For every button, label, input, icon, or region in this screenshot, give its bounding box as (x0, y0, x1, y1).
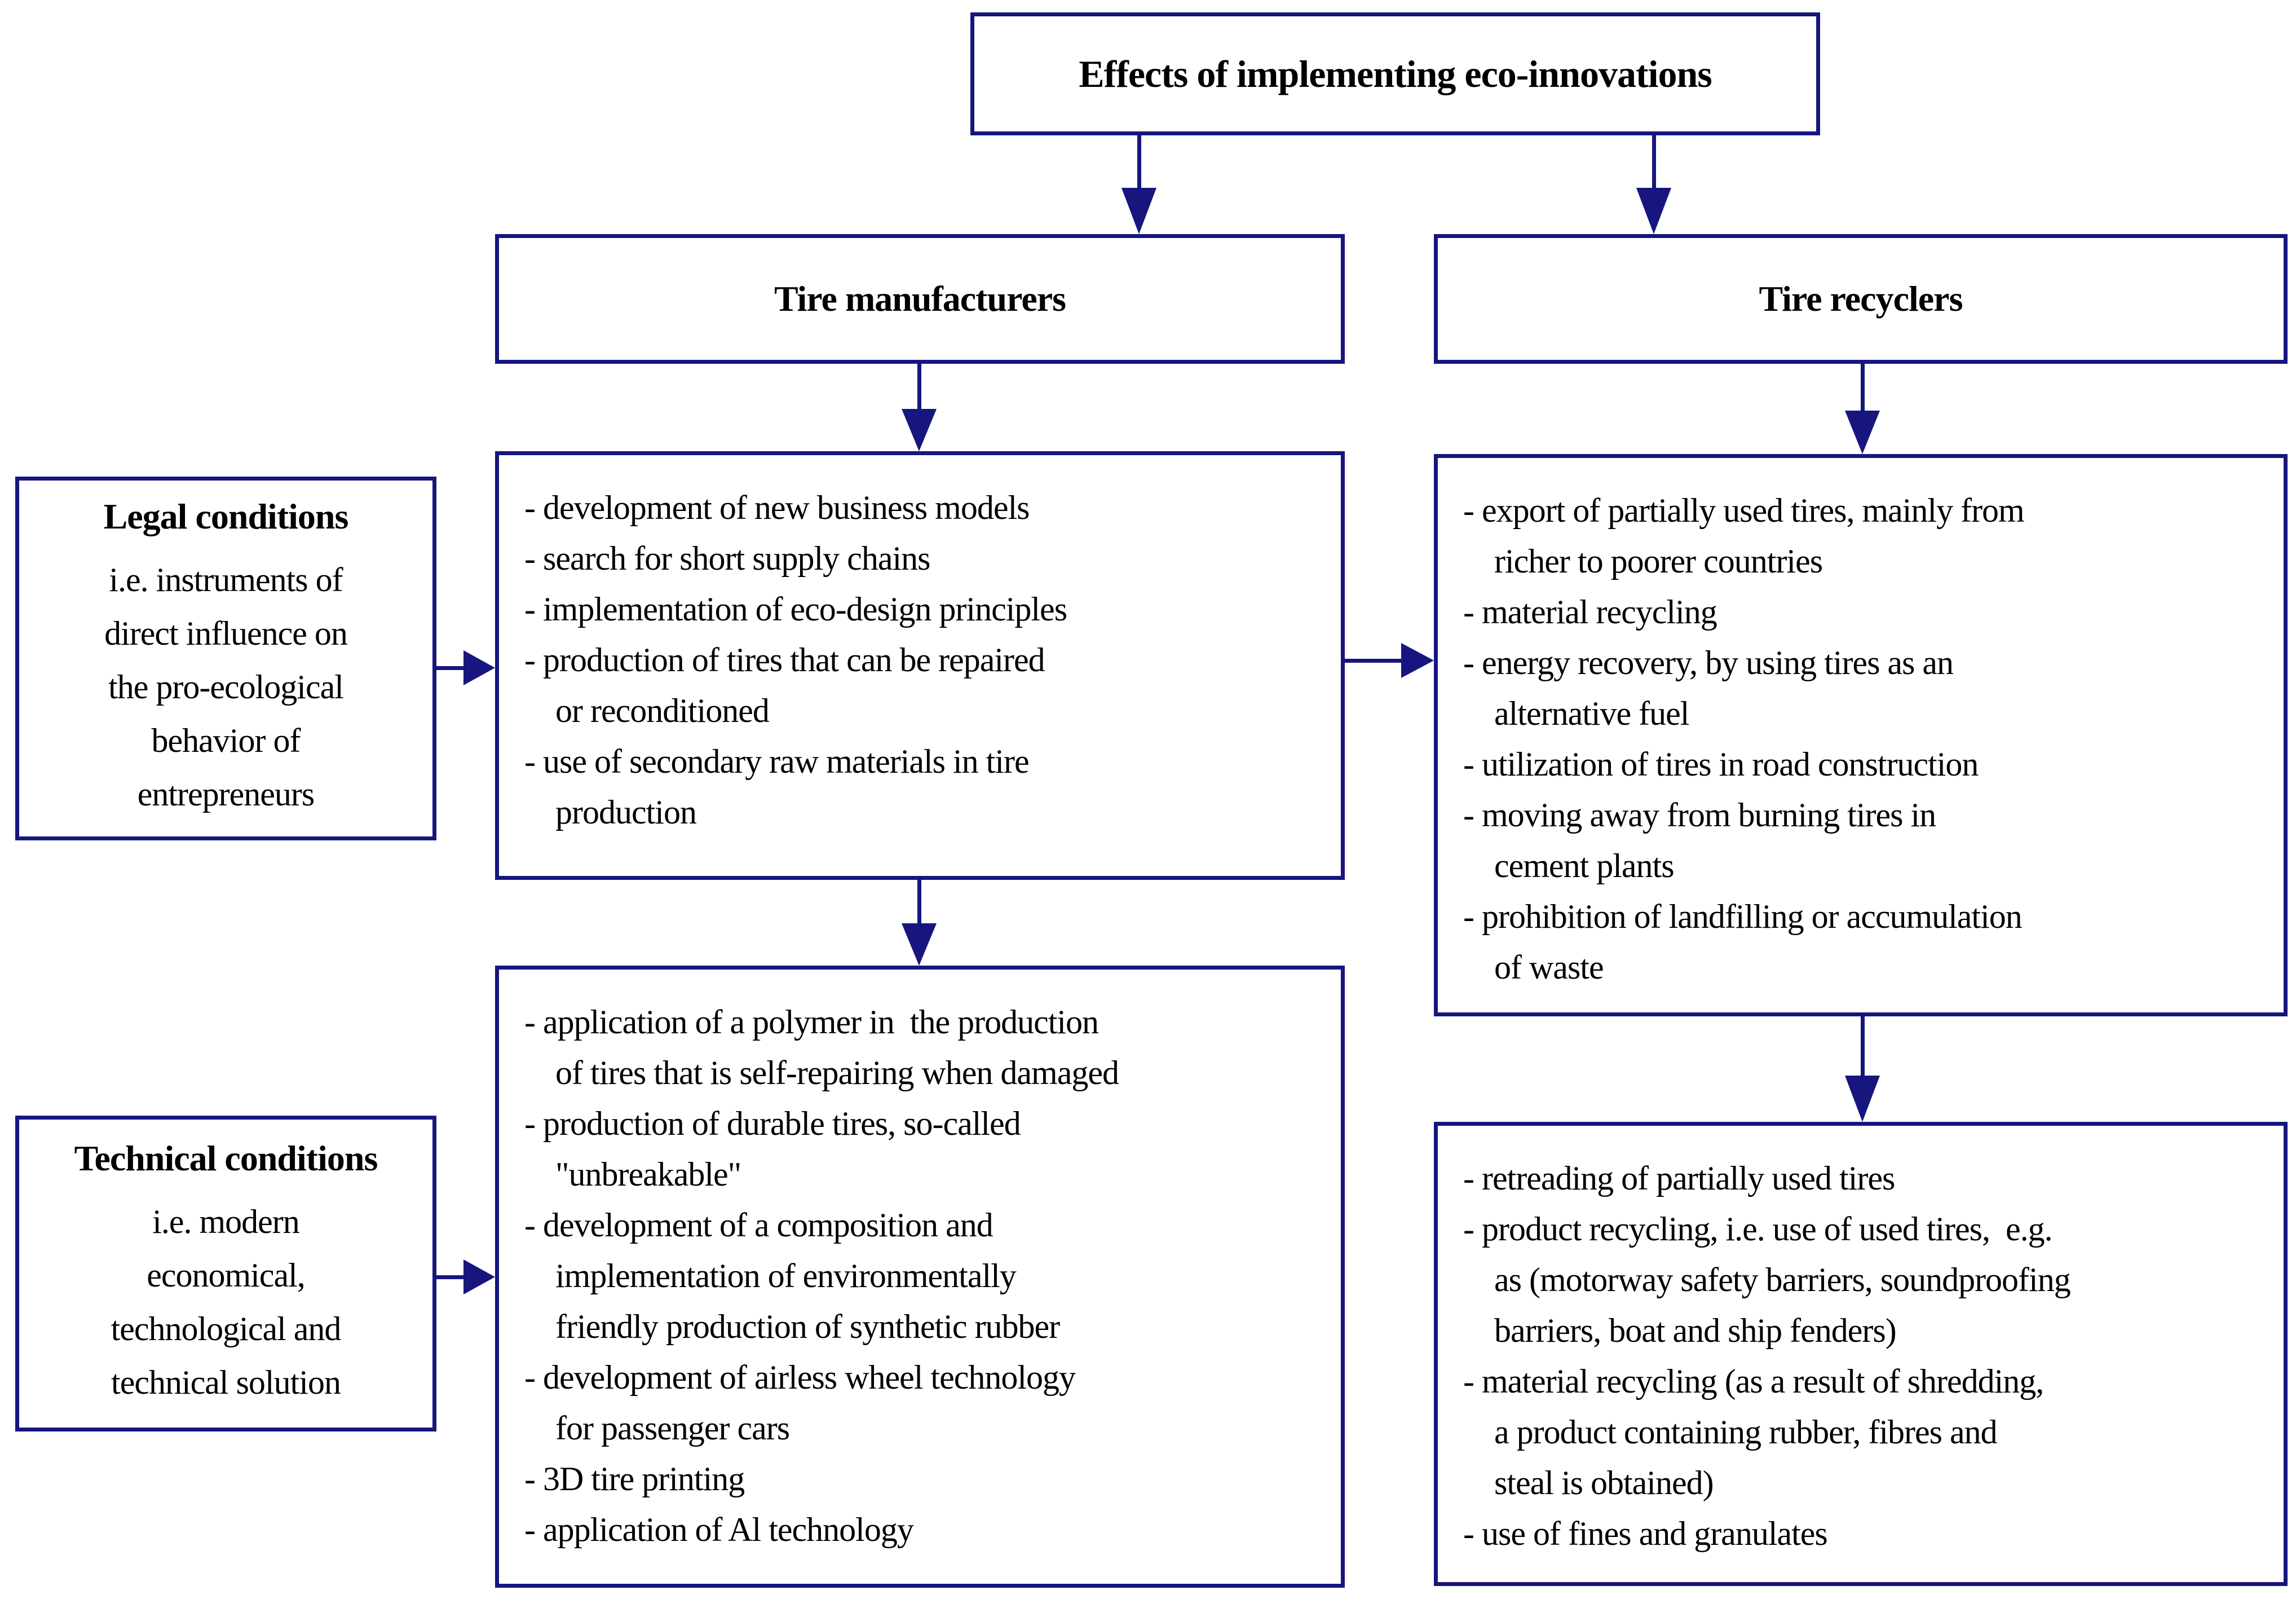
arrow-down-icon (1636, 188, 1671, 234)
arrow-down-icon (1121, 188, 1156, 234)
technical-conditions-body: i.e. modern economical, technological an… (111, 1203, 342, 1401)
diagram-title: Effects of implementing eco-innovations (1079, 52, 1712, 95)
effect-item: - prohibition of landfilling or accumula… (1463, 898, 2023, 986)
effect-item: - development of airless wheel technolog… (524, 1359, 1076, 1447)
effect-item: - material recycling (as a result of shr… (1463, 1363, 2044, 1501)
connector-technical-to-effects-line (436, 1275, 466, 1279)
effect-item: - material recycling (1463, 593, 1717, 631)
effect-item: - 3D tire printing (524, 1460, 745, 1497)
connector-recyclers-to-effects-line (1861, 364, 1865, 411)
tire-manufacturers-label: Tire manufacturers (774, 279, 1066, 319)
effect-item: - development of a composition and imple… (524, 1206, 1060, 1345)
tire-recyclers-label: Tire recyclers (1759, 279, 1963, 319)
effect-item: - search for short supply chains (524, 540, 930, 577)
manufacturers-effects-secondary-list: - application of a polymer in the produc… (499, 970, 1341, 1555)
title-box: Effects of implementing eco-innovations (970, 12, 1820, 135)
arrow-down-icon (902, 923, 937, 966)
connector-legal-to-effects-line (436, 666, 466, 670)
arrow-down-icon (1845, 411, 1880, 454)
effect-item: - application of a polymer in the produc… (524, 1003, 1119, 1091)
connector-recyclers-effects-line (1861, 1016, 1865, 1076)
effect-item: - export of partially used tires, mainly… (1463, 492, 2025, 580)
recyclers-effects-secondary-list: - retreading of partially used tires - p… (1438, 1126, 2284, 1559)
effect-item: - utilization of tires in road construct… (1463, 746, 1979, 783)
connector-title-to-manufacturers-line (1137, 135, 1141, 189)
effect-item: - use of fines and granulates (1463, 1515, 1828, 1552)
technical-conditions-title: Technical conditions (74, 1138, 378, 1178)
arrow-right-icon (463, 650, 495, 685)
effect-item: - energy recovery, by using tires as an … (1463, 644, 1954, 732)
manufacturers-effects-primary-box: - development of new business models - s… (495, 451, 1345, 880)
recyclers-effects-primary-box: - export of partially used tires, mainly… (1434, 454, 2288, 1016)
manufacturers-effects-primary-list: - development of new business models - s… (499, 455, 1341, 838)
legal-conditions-body: i.e. instruments of direct influence on … (104, 561, 348, 813)
manufacturers-effects-secondary-box: - application of a polymer in the produc… (495, 966, 1345, 1588)
effect-item: - retreading of partially used tires (1463, 1160, 1895, 1197)
effect-item: - product recycling, i.e. use of used ti… (1463, 1210, 2071, 1349)
recyclers-effects-primary-list: - export of partially used tires, mainly… (1438, 458, 2284, 993)
recyclers-effects-secondary-box: - retreading of partially used tires - p… (1434, 1122, 2288, 1586)
arrow-down-icon (1845, 1076, 1880, 1122)
arrow-right-icon (1401, 643, 1434, 678)
effect-item: - application of Al technology (524, 1511, 914, 1548)
connector-title-to-recyclers-line (1652, 135, 1656, 189)
tire-recyclers-box: Tire recyclers (1434, 234, 2288, 364)
arrow-down-icon (902, 409, 937, 451)
legal-conditions-title: Legal conditions (103, 496, 349, 536)
tire-manufacturers-box: Tire manufacturers (495, 234, 1345, 364)
connector-manufacturers-effects-line (917, 880, 921, 923)
legal-conditions-box: Legal conditions i.e. instruments of dir… (15, 477, 436, 840)
effect-item: - production of tires that can be repair… (524, 641, 1045, 729)
effect-item: - moving away from burning tires in ceme… (1463, 796, 1936, 884)
effect-item: - use of secondary raw materials in tire… (524, 743, 1030, 831)
effect-item: - production of durable tires, so-called… (524, 1105, 1021, 1193)
arrow-right-icon (463, 1259, 495, 1294)
connector-manufacturers-to-effects-line (917, 364, 921, 409)
effect-item: - development of new business models (524, 489, 1030, 526)
connector-manufacturers-to-recyclers-line (1345, 659, 1402, 663)
effect-item: - implementation of eco-design principle… (524, 591, 1067, 628)
technical-conditions-box: Technical conditions i.e. modern economi… (15, 1116, 436, 1431)
